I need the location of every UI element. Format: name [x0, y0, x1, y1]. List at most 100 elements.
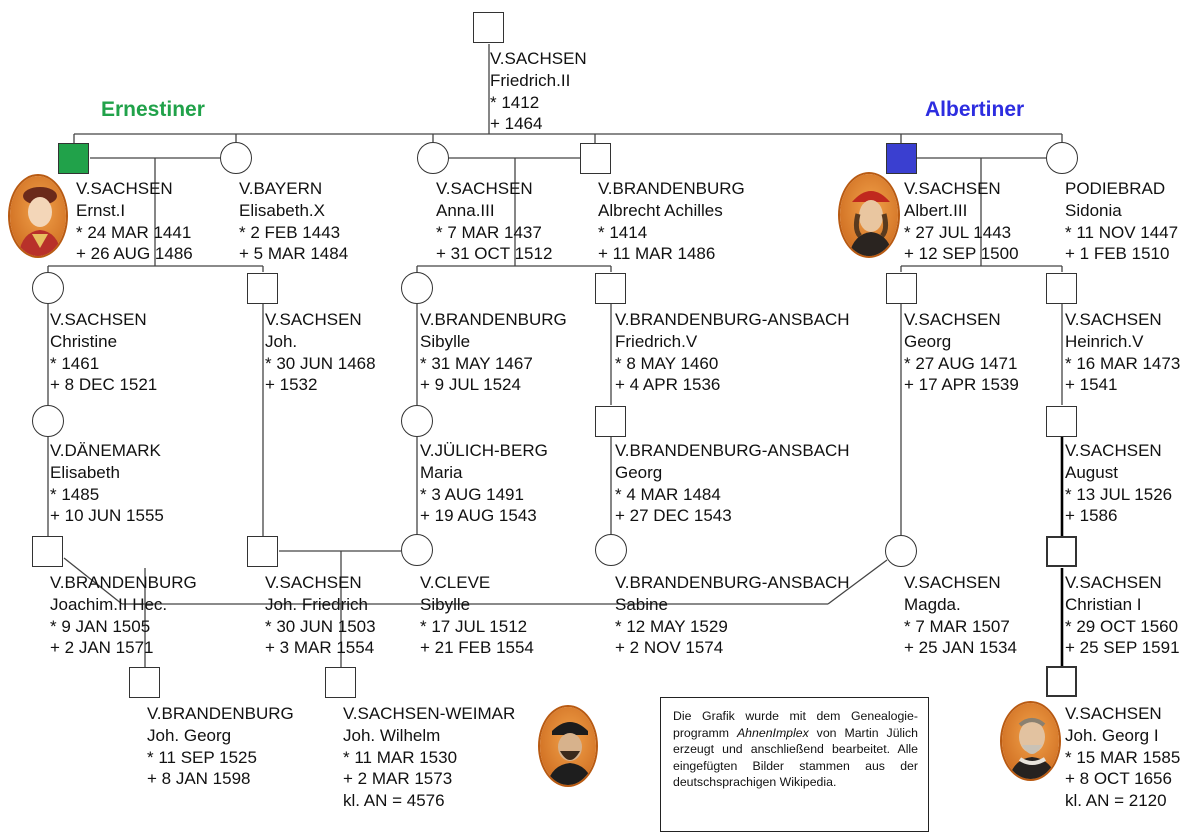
note-text-before: Die Grafik wurde mit dem Genealogie­prog…: [673, 709, 918, 740]
person-death: + 25 JAN 1534: [904, 638, 1017, 658]
person-death: + 12 SEP 1500: [904, 244, 1019, 264]
person-node-ernst[interactable]: [58, 143, 89, 174]
person-node-elisabeth-daenemark[interactable]: [32, 405, 64, 437]
person-birth: * 17 JUL 1512: [420, 616, 528, 636]
person-name: Elisabeth.X: [239, 200, 325, 220]
person-name: Christine: [50, 331, 118, 351]
person-name: Sibylle: [420, 594, 471, 614]
person-node-anna[interactable]: [417, 142, 449, 174]
person-death: + 26 AUG 1486: [76, 244, 193, 264]
person-birth: * 31 MAY 1467: [420, 353, 533, 373]
person-birth: * 3 AUG 1491: [420, 484, 524, 504]
person-house: V.BAYERN: [239, 179, 323, 198]
person-house: V.DÄNEMARK: [50, 441, 161, 460]
person-house: V.SACHSEN: [265, 310, 362, 329]
portrait-ernst: [8, 174, 68, 258]
person-birth: * 16 MAR 1473: [1065, 353, 1181, 373]
person-birth: * 1412: [490, 92, 540, 112]
person-label-august: V.SACHSEN August * 13 JUL 1526 + 1586: [1065, 440, 1172, 527]
person-birth: * 11 NOV 1447: [1065, 222, 1179, 242]
person-name: Joachim.II Hec.: [50, 594, 168, 614]
person-label-friedrich-v: V.BRANDENBURG-ANSBACH Friedrich.V * 8 MA…: [615, 309, 850, 396]
person-death: + 1464: [490, 114, 543, 134]
person-label-magda: V.SACHSEN Magda. * 7 MAR 1507 + 25 JAN 1…: [904, 572, 1017, 659]
person-node-georg-sachsen[interactable]: [886, 273, 917, 304]
ernestiner-label: Ernestiner: [101, 98, 205, 121]
person-node-johann[interactable]: [247, 273, 278, 304]
person-node-johann-georg-i[interactable]: [1046, 666, 1077, 697]
person-node-friedrich[interactable]: [473, 12, 504, 43]
person-label-johann-wilhelm: V.SACHSEN-WEIMAR Joh. Wilhelm * 11 MAR 1…: [343, 703, 515, 812]
person-node-albrecht-achilles[interactable]: [580, 143, 611, 174]
person-name: Georg: [615, 462, 663, 482]
person-birth: * 9 JAN 1505: [50, 616, 151, 636]
person-name: Heinrich.V: [1065, 331, 1144, 351]
person-house: V.SACHSEN: [76, 179, 173, 198]
person-label-georg-sachsen: V.SACHSEN Georg * 27 AUG 1471 + 17 APR 1…: [904, 309, 1019, 396]
person-house: V.BRANDENBURG-ANSBACH: [615, 441, 850, 460]
person-name: Magda.: [904, 594, 961, 614]
person-label-anna: V.SACHSEN Anna.III * 7 MAR 1437 + 31 OCT…: [436, 178, 552, 265]
person-node-joachim[interactable]: [32, 536, 63, 567]
person-house: V.SACHSEN: [904, 573, 1001, 592]
person-node-sibylle-brandenburg[interactable]: [401, 272, 433, 304]
person-node-sabine[interactable]: [595, 534, 627, 566]
person-node-sibylle-cleve[interactable]: [401, 534, 433, 566]
person-name: Joh. Wilhelm: [343, 725, 441, 745]
person-death: + 3 MAR 1554: [265, 638, 375, 658]
portrait-johann-georg-i: [1000, 701, 1061, 781]
person-birth: * 27 AUG 1471: [904, 353, 1018, 373]
person-birth: * 1461: [50, 353, 100, 373]
person-node-sidonia[interactable]: [1046, 142, 1078, 174]
person-birth: * 7 MAR 1437: [436, 222, 542, 242]
person-name: Elisabeth: [50, 462, 120, 482]
person-house: V.SACHSEN: [904, 179, 1001, 198]
person-label-sibylle-cleve: V.CLEVE Sibylle * 17 JUL 1512 + 21 FEB 1…: [420, 572, 534, 659]
person-node-friedrich-v[interactable]: [595, 273, 626, 304]
person-label-joachim: V.BRANDENBURG Joachim.II Hec. * 9 JAN 15…: [50, 572, 197, 659]
person-label-maria: V.JÜLICH-BERG Maria * 3 AUG 1491 + 19 AU…: [420, 440, 548, 527]
person-node-heinrich-v[interactable]: [1046, 273, 1077, 304]
person-house: V.SACHSEN: [904, 310, 1001, 329]
person-node-georg-ansbach[interactable]: [595, 406, 626, 437]
note-program-name: AhnenImplex: [736, 725, 809, 740]
person-node-christian[interactable]: [1046, 536, 1077, 567]
person-node-albert[interactable]: [886, 143, 917, 174]
person-death: + 31 OCT 1512: [436, 244, 553, 264]
person-name: Sabine: [615, 594, 668, 614]
person-house: V.SACHSEN: [436, 179, 533, 198]
person-birth: * 29 OCT 1560: [1065, 616, 1179, 636]
person-node-johann-friedrich[interactable]: [247, 536, 278, 567]
person-death: + 2 NOV 1574: [615, 638, 724, 658]
person-birth: * 8 MAY 1460: [615, 353, 719, 373]
person-death: + 1541: [1065, 375, 1118, 395]
person-name: Maria: [420, 462, 463, 482]
person-house: V.SACHSEN: [265, 573, 362, 592]
person-node-elisabeth-bayern[interactable]: [220, 142, 252, 174]
person-house: V.JÜLICH-BERG: [420, 441, 548, 460]
person-node-johann-wilhelm[interactable]: [325, 667, 356, 698]
person-birth: * 1414: [598, 222, 648, 242]
person-name: Georg: [904, 331, 952, 351]
person-node-christine[interactable]: [32, 272, 64, 304]
person-label-sidonia: PODIEBRAD Sidonia * 11 NOV 1447 + 1 FEB …: [1065, 178, 1178, 265]
person-node-magda[interactable]: [885, 535, 917, 567]
person-death: + 8 JAN 1598: [147, 769, 251, 789]
person-name: Albrecht Achilles: [598, 200, 723, 220]
person-node-johann-georg-brandenburg[interactable]: [129, 667, 160, 698]
person-house: V.SACHSEN: [50, 310, 147, 329]
person-node-maria[interactable]: [401, 405, 433, 437]
person-house: V.BRANDENBURG: [50, 573, 197, 592]
portrait-johann-wilhelm: [538, 705, 598, 787]
person-label-friedrich: V.SACHSEN Friedrich.II * 1412 + 1464: [490, 48, 587, 135]
person-label-johann-georg-brandenburg: V.BRANDENBURG Joh. Georg * 11 SEP 1525 +…: [147, 703, 294, 790]
person-label-elisabeth-daenemark: V.DÄNEMARK Elisabeth * 1485 + 10 JUN 155…: [50, 440, 164, 527]
person-death: + 9 JUL 1524: [420, 375, 521, 395]
person-node-august[interactable]: [1046, 406, 1077, 437]
person-ancestor-number: kl. AN = 4576: [343, 791, 445, 811]
person-label-christian: V.SACHSEN Christian I * 29 OCT 1560 + 25…: [1065, 572, 1180, 659]
person-death: + 5 MAR 1484: [239, 244, 349, 264]
person-death: + 21 FEB 1554: [420, 638, 534, 658]
person-death: + 1 FEB 1510: [1065, 244, 1170, 264]
